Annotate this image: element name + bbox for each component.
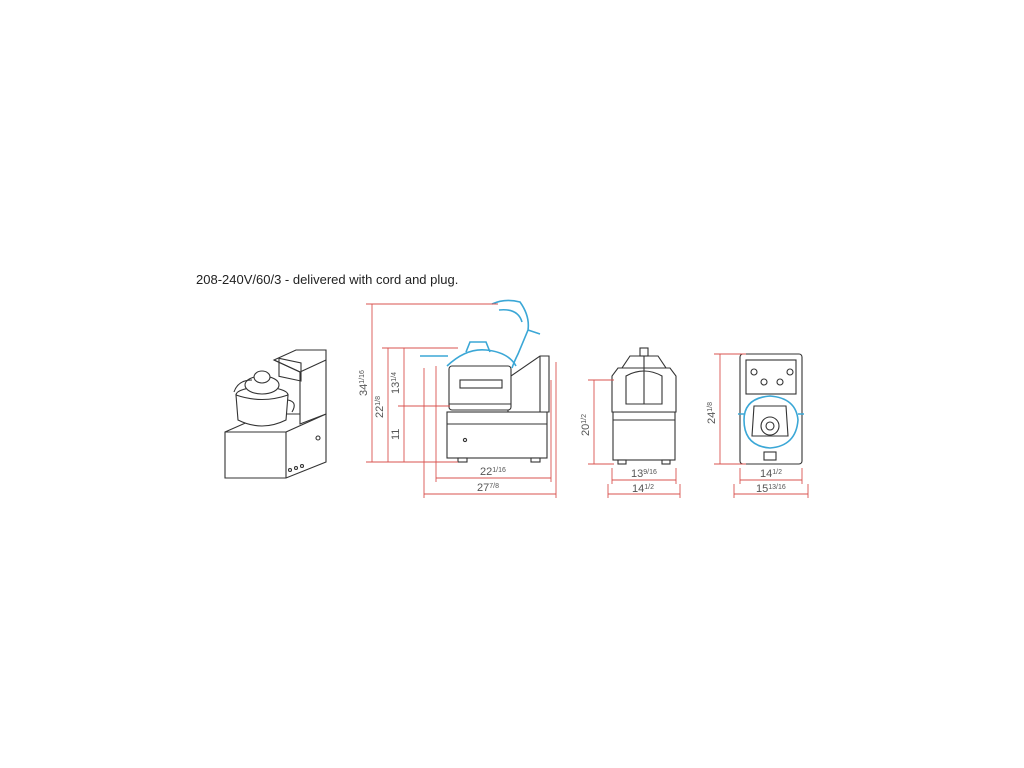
dim-side-base-height: 11 xyxy=(390,429,402,440)
dim-front-width-inner: 139/16 xyxy=(631,468,657,480)
side-dimensions xyxy=(366,303,557,498)
spec-caption: 208-240V/60/3 - delivered with cord and … xyxy=(196,272,459,287)
dim-side-bowl-height: 131/4 xyxy=(390,372,402,394)
dim-front-width-outer: 141/2 xyxy=(632,483,654,495)
dim-side-lid-height: 221/8 xyxy=(374,396,386,418)
dim-side-total-height: 341/16 xyxy=(358,370,370,396)
dim-side-depth: 221/16 xyxy=(480,466,506,478)
rear-view xyxy=(738,353,804,465)
rear-dimensions xyxy=(714,353,809,498)
perspective-view xyxy=(224,349,327,479)
dimension-labels: 341/16 221/8 131/4 11 221/16 277/8 201/2… xyxy=(358,370,786,495)
dim-side-overall-depth: 277/8 xyxy=(477,482,499,494)
dim-front-height: 201/2 xyxy=(580,414,592,436)
front-view xyxy=(611,347,677,465)
dim-rear-width-outer: 1513/16 xyxy=(756,483,786,495)
dim-rear-width-inner: 141/2 xyxy=(760,468,782,480)
side-view xyxy=(420,299,550,463)
dim-rear-height: 241/8 xyxy=(706,402,718,424)
front-dimensions xyxy=(588,379,681,498)
